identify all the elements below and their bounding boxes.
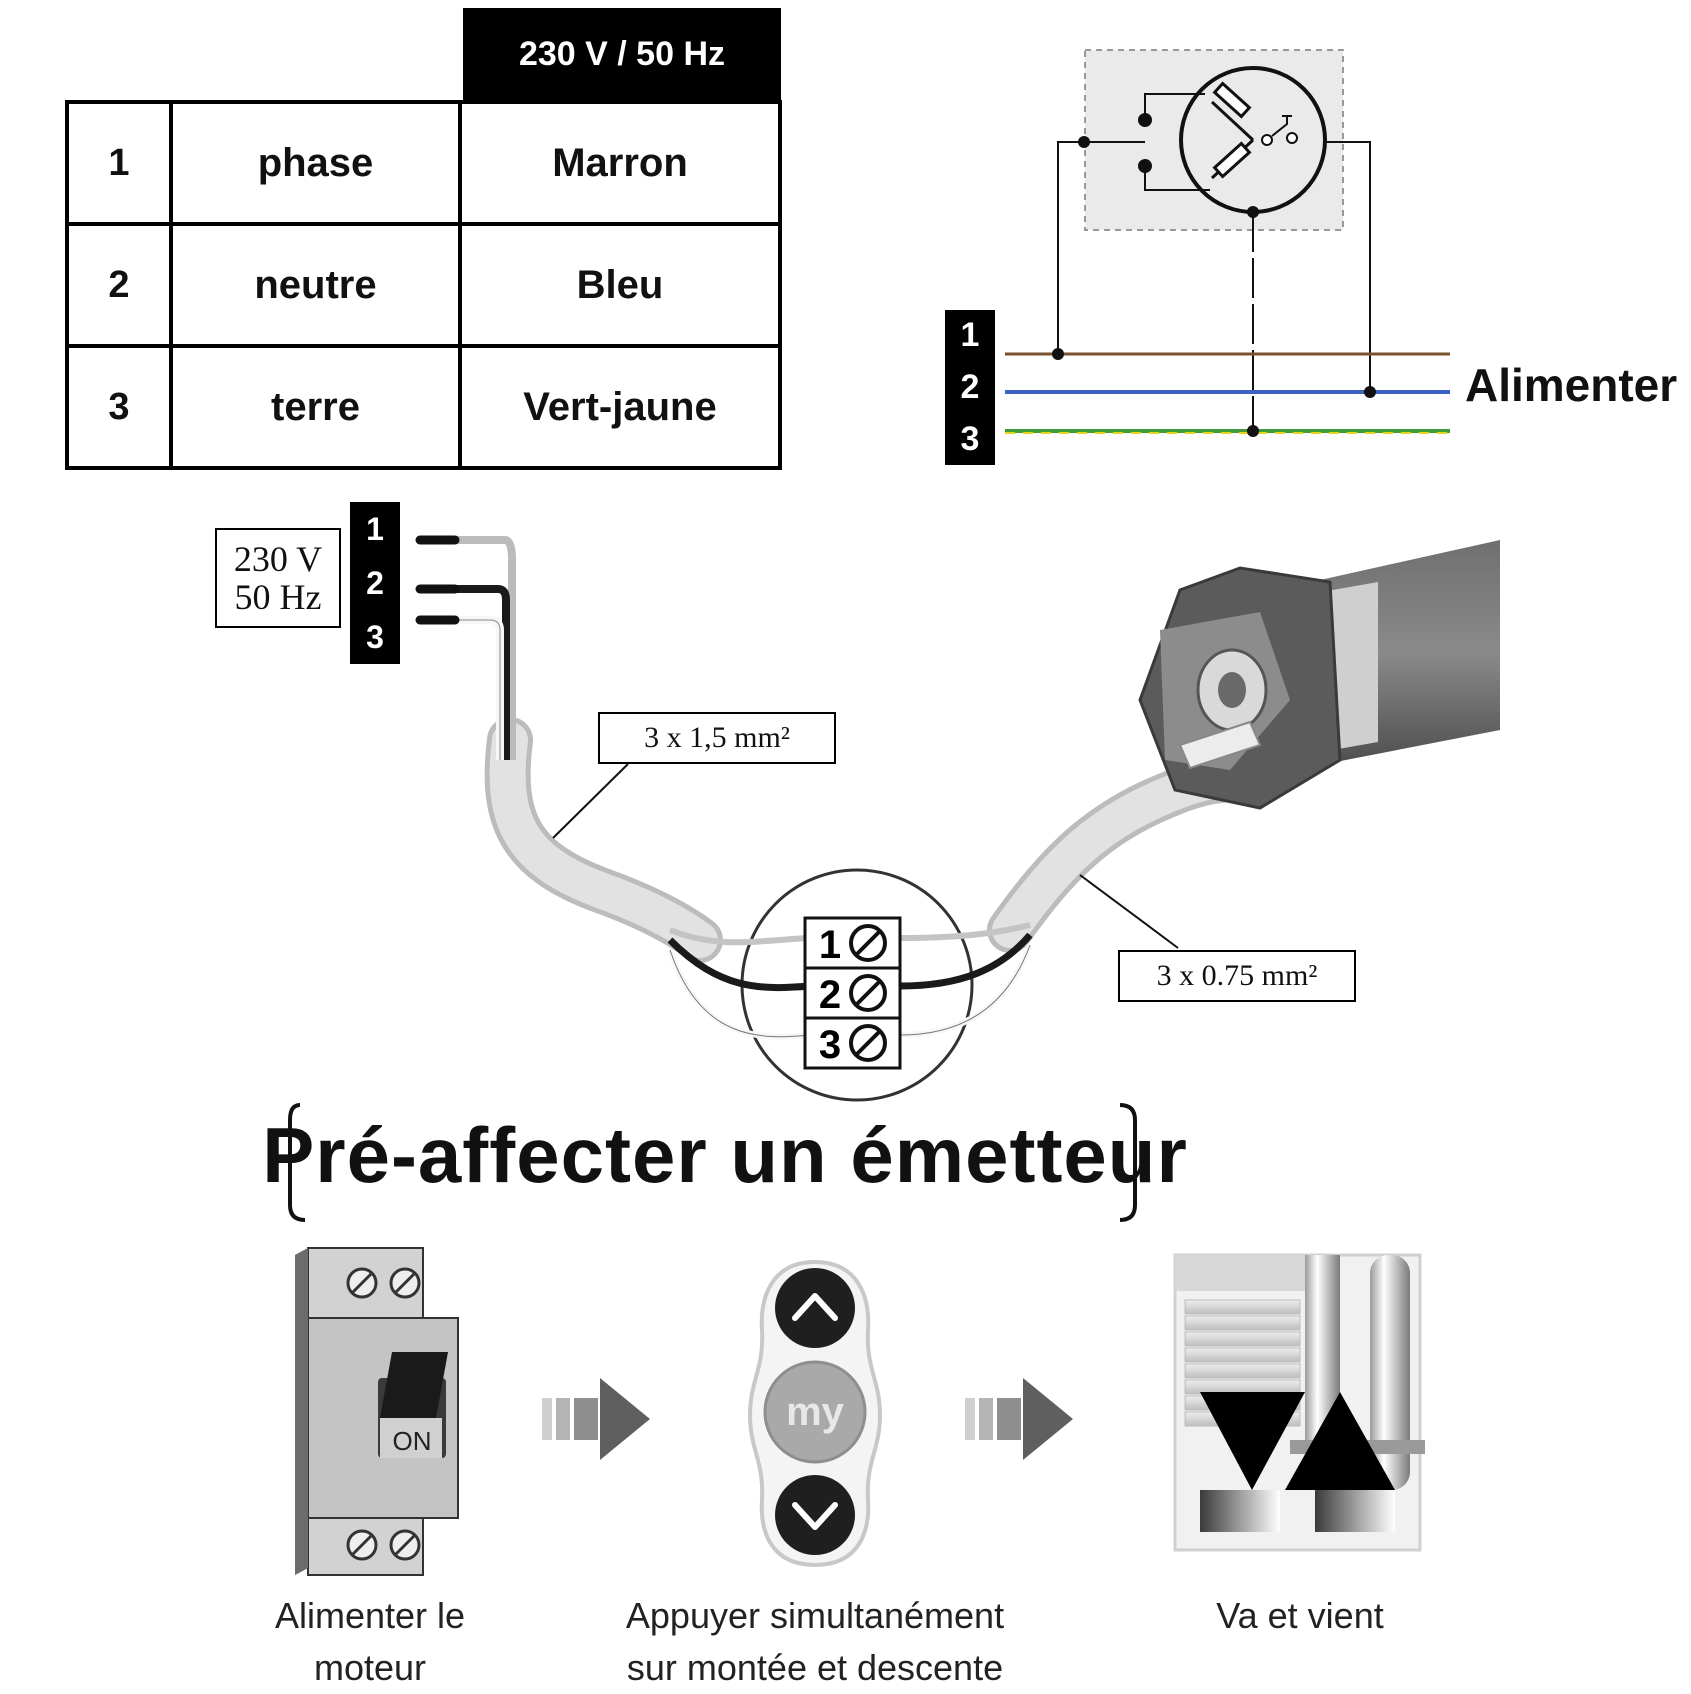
step-arrow-icon xyxy=(542,1378,650,1460)
supply-voltage-line1: 230 V xyxy=(233,539,323,579)
wire-color: Bleu xyxy=(458,222,782,348)
junction-terminal-1: 1 xyxy=(819,923,841,967)
screw-icon xyxy=(849,924,887,962)
supply-voltage-label: 230 V 50 Hz xyxy=(215,528,341,628)
supply-cable-label: 3 x 1,5 mm² xyxy=(598,712,836,764)
screw-icon xyxy=(849,974,887,1012)
step-arrow-icon xyxy=(965,1378,1073,1460)
wiring-table: 1 phase Marron 2 neutre Bleu 3 terre Ver… xyxy=(65,100,782,470)
supply-terminal-2: 2 xyxy=(366,564,384,601)
remote-control-icon: my xyxy=(747,1259,883,1568)
schematic-terminal-1: 1 xyxy=(960,316,980,355)
schematic-terminal-2: 2 xyxy=(960,367,980,406)
step-3-caption: Va et vient xyxy=(1216,1595,1384,1636)
table-row: 3 terre Vert-jaune xyxy=(65,344,782,470)
down-button-icon xyxy=(775,1475,855,1555)
wire-function: terre xyxy=(169,344,462,470)
supply-terminal-1: 1 xyxy=(366,510,384,547)
up-button-icon xyxy=(775,1268,855,1348)
junction-terminal-2: 2 xyxy=(819,973,841,1017)
schematic-terminal-labels: 1 2 3 xyxy=(945,310,995,465)
my-button-icon: my xyxy=(763,1360,867,1464)
breaker-switch-label: ON xyxy=(393,1426,432,1456)
wire-color: Vert-jaune xyxy=(458,344,782,470)
shutter-motion-icon xyxy=(1173,1253,1425,1552)
tubular-motor-icon xyxy=(1138,540,1500,810)
terminal-block: 1 2 3 xyxy=(803,916,902,1070)
motor-cable-label: 3 x 0.75 mm² xyxy=(1118,950,1356,1002)
table-row: 1 phase Marron xyxy=(65,100,782,226)
screw-icon xyxy=(849,1024,887,1062)
my-button-label: my xyxy=(786,1390,845,1434)
wiring-table-header: 230 V / 50 Hz xyxy=(463,8,781,100)
motor-schematic xyxy=(1005,49,1450,437)
supply-voltage-line2: 50 Hz xyxy=(234,577,322,617)
supply-terminal-labels: 1 2 3 xyxy=(350,502,400,664)
section-title: Pré-affecter un émetteur xyxy=(262,1110,1188,1199)
supply-terminal-3: 3 xyxy=(366,618,384,655)
wire-number: 1 xyxy=(65,100,173,226)
wire-color: Marron xyxy=(458,100,782,226)
junction-terminal-3: 3 xyxy=(819,1023,841,1067)
supply-label: Alimenter xyxy=(1465,359,1678,411)
step-1-caption: Alimenter le moteur xyxy=(274,1595,466,1688)
wire-number: 3 xyxy=(65,344,173,470)
table-row: 2 neutre Bleu xyxy=(65,222,782,348)
circuit-breaker-icon: ON xyxy=(295,1247,459,1576)
wire-number: 2 xyxy=(65,222,173,348)
step-2-caption: Appuyer simultanément sur montée et desc… xyxy=(625,1595,1005,1688)
cable-illustration: 1 2 3 xyxy=(415,535,1283,1102)
wire-function: neutre xyxy=(169,222,462,348)
wire-function: phase xyxy=(169,100,462,226)
schematic-terminal-3: 3 xyxy=(960,419,980,458)
